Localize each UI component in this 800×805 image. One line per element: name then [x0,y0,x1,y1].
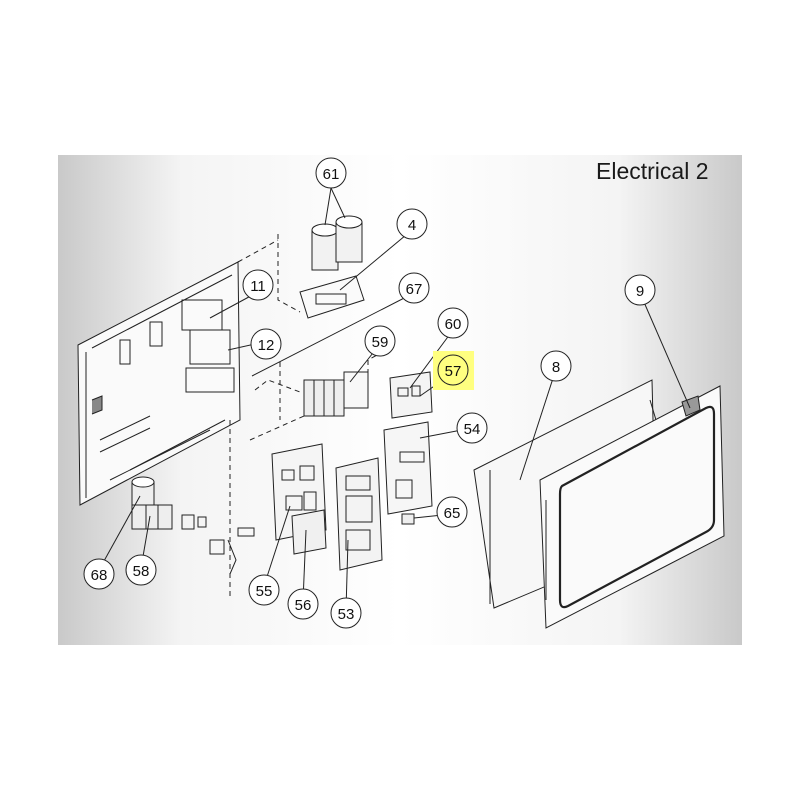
callout-label: 59 [372,334,389,351]
diagram-title: Electrical 2 [596,158,709,184]
spacer-part-65 [401,513,415,525]
callout-65[interactable]: 65 [436,496,468,528]
callout-9[interactable]: 9 [624,274,656,306]
callout-67[interactable]: 67 [398,272,430,304]
callout-label: 58 [133,563,150,580]
callout-60[interactable]: 60 [437,307,469,339]
callout-59[interactable]: 59 [364,325,396,357]
capacitor-part-61 [299,215,365,319]
contactor-part-68 [131,476,155,511]
callout-label: 4 [408,217,416,234]
main-board-part-53 [335,457,383,571]
callout-label: 53 [338,606,355,623]
small-bracket-parts [181,514,255,575]
callout-label: 68 [91,567,108,584]
control-board-part-56 [291,509,327,555]
callout-label: 12 [258,337,275,354]
callout-54[interactable]: 54 [456,412,488,444]
callout-label: 67 [406,281,423,298]
callout-leader-lines [98,187,691,611]
callout-53[interactable]: 53 [330,597,362,629]
callout-11[interactable]: 11 [242,269,274,301]
callout-56[interactable]: 56 [287,588,319,620]
callout-58[interactable]: 58 [125,554,157,586]
back-panel-part [77,261,241,506]
callout-68[interactable]: 68 [83,558,115,590]
callout-label: 60 [445,316,462,333]
callout-label: 56 [295,597,312,614]
callout-61[interactable]: 61 [315,157,347,189]
callout-label: 8 [552,359,560,376]
callout-label: 57 [445,363,462,380]
callout-label: 54 [464,421,481,438]
circuit-board-part-54 [383,421,433,515]
callout-55[interactable]: 55 [248,574,280,606]
callout-label: 55 [256,583,273,600]
highlight-box [433,351,474,390]
callout-label: 11 [250,278,266,295]
callout-57-highlighted[interactable]: 57 [433,351,474,390]
callout-4[interactable]: 4 [396,208,428,240]
callout-label: 65 [444,505,461,522]
relay-part-59 [303,371,369,417]
circuit-board-part-57 [389,371,433,419]
callout-8[interactable]: 8 [540,350,572,382]
terminal-block-part-58 [131,504,173,530]
callout-label: 9 [636,283,644,300]
callout-12[interactable]: 12 [250,328,282,360]
callout-label: 61 [323,166,340,183]
